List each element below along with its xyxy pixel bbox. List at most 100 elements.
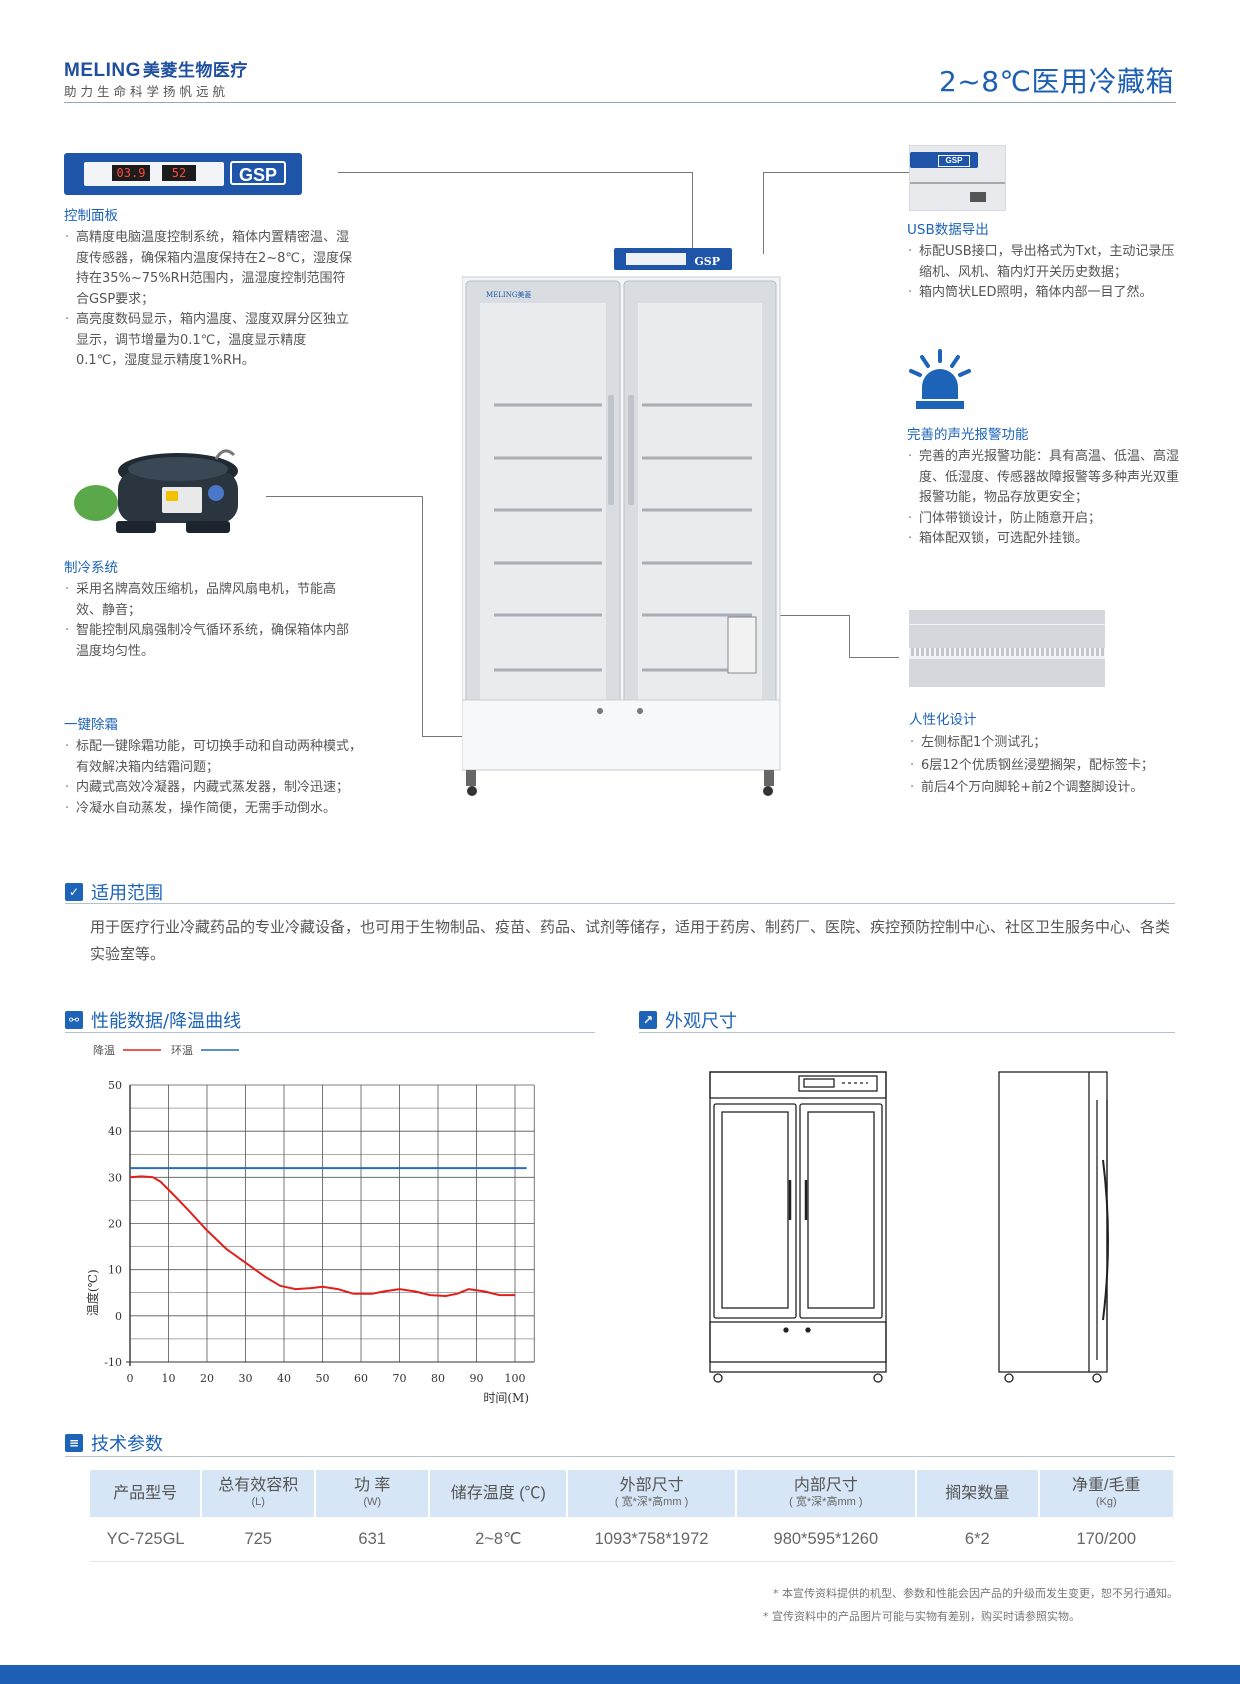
brand-slogan: 助力生命科学扬帆远航 <box>64 84 230 99</box>
feature-control-panel: 控制面板 高精度电脑温度控制系统，箱体内置精密温、湿度传感器，确保箱内温度保持在… <box>64 204 354 372</box>
dimensions-section-header: ↗ 外观尺寸 <box>639 1007 737 1033</box>
tech-title: 技术参数 <box>91 1434 163 1455</box>
cell-shelves: 6*2 <box>916 1517 1039 1562</box>
control-panel-image: 03.9 52 GSP <box>64 153 302 195</box>
side-view-drawing <box>995 1070 1115 1385</box>
col-volume: 总有效容积(L) <box>201 1470 317 1517</box>
list-item: 完善的声光报警功能：具有高温、低温、高湿度、低湿度、传感器故障报警等多种声光双重… <box>907 447 1182 509</box>
product-image: GSP MELING美菱 <box>461 245 782 805</box>
list-item: 门体带锁设计，防止随意开启； <box>907 509 1182 530</box>
y-tick-label: 30 <box>108 1171 122 1184</box>
cell-power: 631 <box>315 1517 430 1562</box>
cell-storage-temp: 2~8℃ <box>429 1517 568 1562</box>
leader-line <box>849 615 850 657</box>
bottom-bar <box>0 1665 1240 1684</box>
feature-title: 完善的声光报警功能 <box>907 427 1029 443</box>
list-item: 高精度电脑温度控制系统，箱体内置精密温、湿度传感器，确保箱内温度保持在2~8℃，… <box>64 228 354 310</box>
cell-external-size: 1093*758*1972 <box>567 1517 736 1562</box>
leader-line <box>849 657 899 658</box>
performance-divider <box>65 1032 595 1033</box>
leader-line <box>763 172 909 173</box>
series-line-cooling <box>129 1175 515 1297</box>
x-tick-label: 30 <box>239 1372 253 1385</box>
x-tick-label: 100 <box>505 1372 526 1385</box>
col-weight: 净重/毛重(Kg) <box>1038 1470 1176 1517</box>
col-shelves: 搁架数量 <box>916 1470 1040 1517</box>
params-icon: ≡ <box>65 1434 83 1452</box>
x-tick-label: 20 <box>200 1372 214 1385</box>
logo-en: MELING <box>64 60 141 81</box>
feature-humanized: 人性化设计 左侧标配1个测试孔； 6层12个优质钢丝浸塑搁架，配标签卡； 前后4… <box>909 708 1199 800</box>
dimensions-title: 外观尺寸 <box>665 1011 737 1032</box>
feature-list: 完善的声光报警功能：具有高温、低温、高湿度、低湿度、传感器故障报警等多种声光双重… <box>907 447 1182 550</box>
table-header-row: 产品型号 总有效容积(L) 功 率(W) 储存温度 (℃) 外部尺寸( 宽*深*… <box>90 1470 1176 1517</box>
col-power: 功 率(W) <box>315 1470 431 1517</box>
legend-label: 降温 <box>93 1043 115 1057</box>
x-tick-label: 80 <box>431 1372 445 1385</box>
feature-alarm: 完善的声光报警功能 完善的声光报警功能：具有高温、低温、高湿度、低湿度、传感器故… <box>907 423 1182 550</box>
page-title: 2~8℃医用冷藏箱 <box>938 65 1174 98</box>
chart-icon: ↗ <box>639 1011 657 1029</box>
performance-section-header: ⚯ 性能数据/降温曲线 <box>65 1007 241 1033</box>
cell-internal-size: 980*595*1260 <box>735 1517 917 1562</box>
feature-list: 采用名牌高效压缩机，品牌风扇电机，节能高效、静音； 智能控制风扇强制冷气循环系统… <box>64 580 354 662</box>
leader-line <box>338 172 692 173</box>
fridge-logo: MELING美菱 <box>486 290 531 299</box>
leader-line <box>692 172 693 252</box>
scope-divider <box>65 903 1175 904</box>
gsp-badge: GSP <box>230 161 286 185</box>
spec-table: 产品型号 总有效容积(L) 功 率(W) 储存温度 (℃) 外部尺寸( 宽*深*… <box>90 1470 1176 1562</box>
list-item: 前后4个万向脚轮+前2个调整脚设计。 <box>909 777 1199 800</box>
tech-divider <box>65 1456 1175 1457</box>
feature-title: 控制面板 <box>64 208 118 224</box>
feature-list: 标配一键除霜功能，可切换手动和自动两种模式，有效解决箱内结霜问题； 内藏式高效冷… <box>64 737 374 819</box>
feature-title: USB数据导出 <box>907 222 989 238</box>
dimensions-divider <box>639 1032 1175 1033</box>
leader-line <box>422 496 423 736</box>
footnote: * 宣传资料中的产品图片可能与实物有差别，购买时请参照实物。 <box>763 1610 1080 1623</box>
header-divider <box>64 102 1176 103</box>
y-tick-label: 40 <box>108 1125 122 1138</box>
y-tick-label: 50 <box>108 1079 122 1092</box>
front-view-drawing <box>708 1070 890 1385</box>
feature-title: 人性化设计 <box>909 712 977 728</box>
list-item: 箱内筒状LED照明，箱体内部一目了然。 <box>907 283 1177 304</box>
usb-panel-image: GSP <box>909 145 1006 211</box>
scope-text: 用于医疗行业冷藏药品的专业冷藏设备，也可用于生物制品、疫苗、药品、试剂等储存，适… <box>90 918 1171 963</box>
cell-model: YC-725GL <box>90 1517 202 1562</box>
tech-section-header: ≡ 技术参数 <box>65 1430 163 1456</box>
alarm-light-icon <box>908 347 972 417</box>
y-tick-label: 10 <box>108 1264 122 1277</box>
compressor-image <box>66 423 241 543</box>
x-axis-label: 时间(M) <box>483 1391 529 1405</box>
shelf-image <box>909 610 1105 687</box>
feature-title: 制冷系统 <box>64 560 118 576</box>
logo-cn: 美菱生物医疗 <box>142 61 248 80</box>
x-tick-label: 60 <box>354 1372 368 1385</box>
footnote: * 本宣传资料提供的机型、参数和性能会因产品的升级而发生变更，恕不另行通知。 <box>773 1587 1178 1600</box>
feature-defrost: 一键除霜 标配一键除霜功能，可切换手动和自动两种模式，有效解决箱内结霜问题； 内… <box>64 713 374 819</box>
x-tick-label: 90 <box>470 1372 484 1385</box>
display-humidity: 52 <box>162 165 196 181</box>
display-temp: 03.9 <box>112 165 150 181</box>
list-item: 左侧标配1个测试孔； <box>909 732 1199 755</box>
usb-gsp-badge: GSP <box>938 155 970 167</box>
x-tick-label: 0 <box>127 1372 134 1385</box>
scope-section-header: ✓ 适用范围 <box>65 879 163 905</box>
table-row: YC-725GL 725 631 2~8℃ 1093*758*1972 980*… <box>90 1517 1174 1562</box>
feature-refrigeration: 制冷系统 采用名牌高效压缩机，品牌风扇电机，节能高效、静音； 智能控制风扇强制冷… <box>64 556 354 662</box>
fridge-gsp-label: GSP <box>694 255 720 268</box>
link-icon: ⚯ <box>65 1011 83 1029</box>
x-tick-label: 10 <box>162 1372 176 1385</box>
feature-title: 一键除霜 <box>64 717 118 733</box>
cell-weight: 170/200 <box>1038 1517 1174 1562</box>
list-item: 采用名牌高效压缩机，品牌风扇电机，节能高效、静音； <box>64 580 354 621</box>
list-item: 内藏式高效冷凝器，内藏式蒸发器，制冷迅速； <box>64 778 374 799</box>
check-icon: ✓ <box>65 883 83 901</box>
x-tick-label: 50 <box>316 1372 330 1385</box>
y-axis-label: 温度(℃) <box>85 1269 100 1316</box>
col-internal-size: 内部尺寸( 宽*深*高mm ) <box>735 1470 918 1517</box>
